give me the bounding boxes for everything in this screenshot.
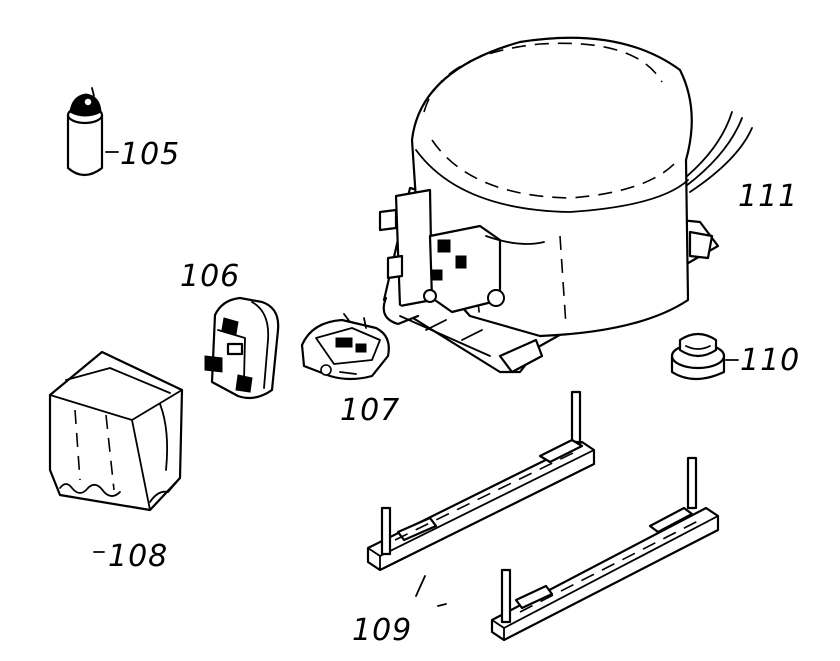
- part-110-grommet: [670, 332, 726, 381]
- part-105-capacitor: [66, 87, 104, 177]
- part-109-rail-lower: [490, 456, 720, 642]
- label-105: 105: [120, 137, 180, 172]
- part-107-protector: [300, 313, 390, 381]
- label-106: 106: [180, 259, 240, 294]
- label-108: 108: [108, 539, 168, 574]
- part-109-rail-upper: [366, 390, 596, 572]
- label-111: 111: [738, 179, 798, 214]
- part-111-compressor: [378, 36, 753, 374]
- label-110: 110: [740, 343, 800, 378]
- part-108-cover: [48, 350, 184, 512]
- part-106-relay: [204, 296, 280, 400]
- label-107: 107: [340, 393, 400, 428]
- part-109-leader: [415, 575, 447, 607]
- label-109: 109: [352, 613, 412, 648]
